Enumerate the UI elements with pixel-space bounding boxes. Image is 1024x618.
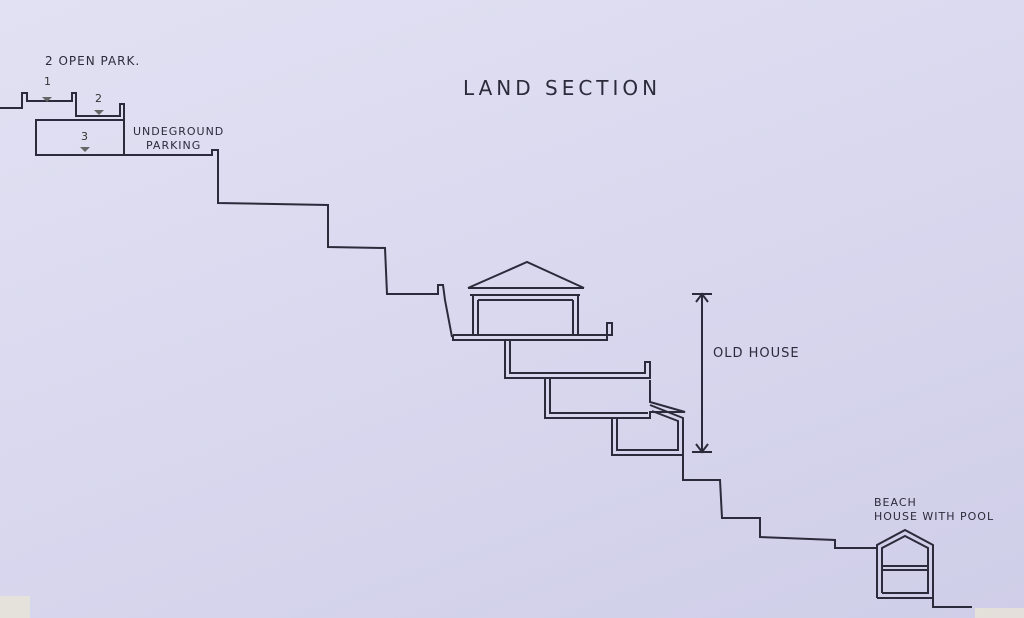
ground-line-lower [682,455,877,549]
parking-marker-2 [94,110,104,115]
underground-parking-label: UNDEGROUND PARKING [133,125,224,153]
tape-left [0,596,30,618]
old-house-label: OLD HOUSE [713,346,800,361]
old-house-level-3 [544,378,686,419]
old-house-level-1 [452,322,613,341]
spot-2-label: 2 [95,92,102,105]
parking-marker-1 [42,97,52,102]
underground-line1: UNDEGROUND [133,125,225,138]
parking-marker-3 [80,147,90,152]
spot-3-label: 3 [81,130,88,143]
beach-house [876,528,934,599]
ground-line-top [0,92,125,155]
underground-line2: PARKING [146,139,202,152]
old-house-roof [467,260,585,289]
underground-parking-box [35,119,125,156]
page-title: LAND SECTION [463,76,662,100]
spot-1-label: 1 [44,75,51,88]
beach-house-label: BEACH HOUSE WITH POOL [874,496,994,524]
open-parking-label: 2 OPEN PARK. [45,54,141,68]
old-house-level-2 [504,340,651,379]
beach-line2: HOUSE WITH POOL [874,510,995,523]
ground-line-main [36,149,453,338]
tape-right [975,608,1024,618]
beach-line1: BEACH [874,496,917,509]
ground-line-beach [932,598,972,608]
